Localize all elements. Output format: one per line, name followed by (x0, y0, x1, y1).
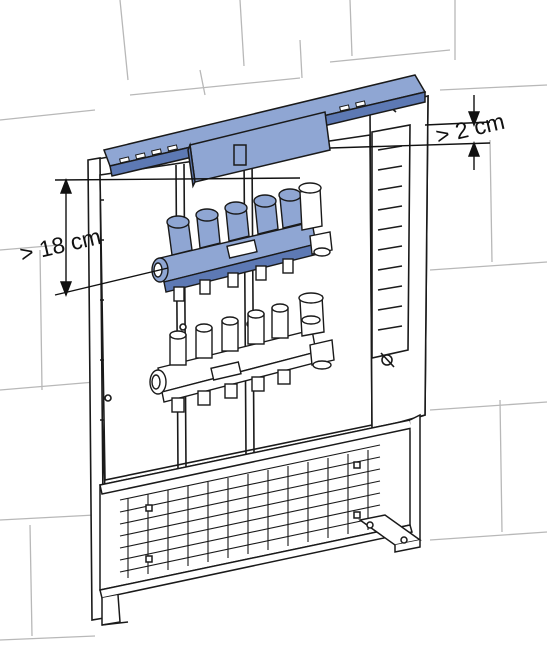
control-box (187, 111, 331, 189)
cabinet-feet (101, 413, 422, 626)
dimension-lines (54, 95, 491, 297)
wall-tiles (0, 0, 547, 641)
upper-manifold (151, 182, 333, 302)
lower-manifold (149, 292, 335, 413)
